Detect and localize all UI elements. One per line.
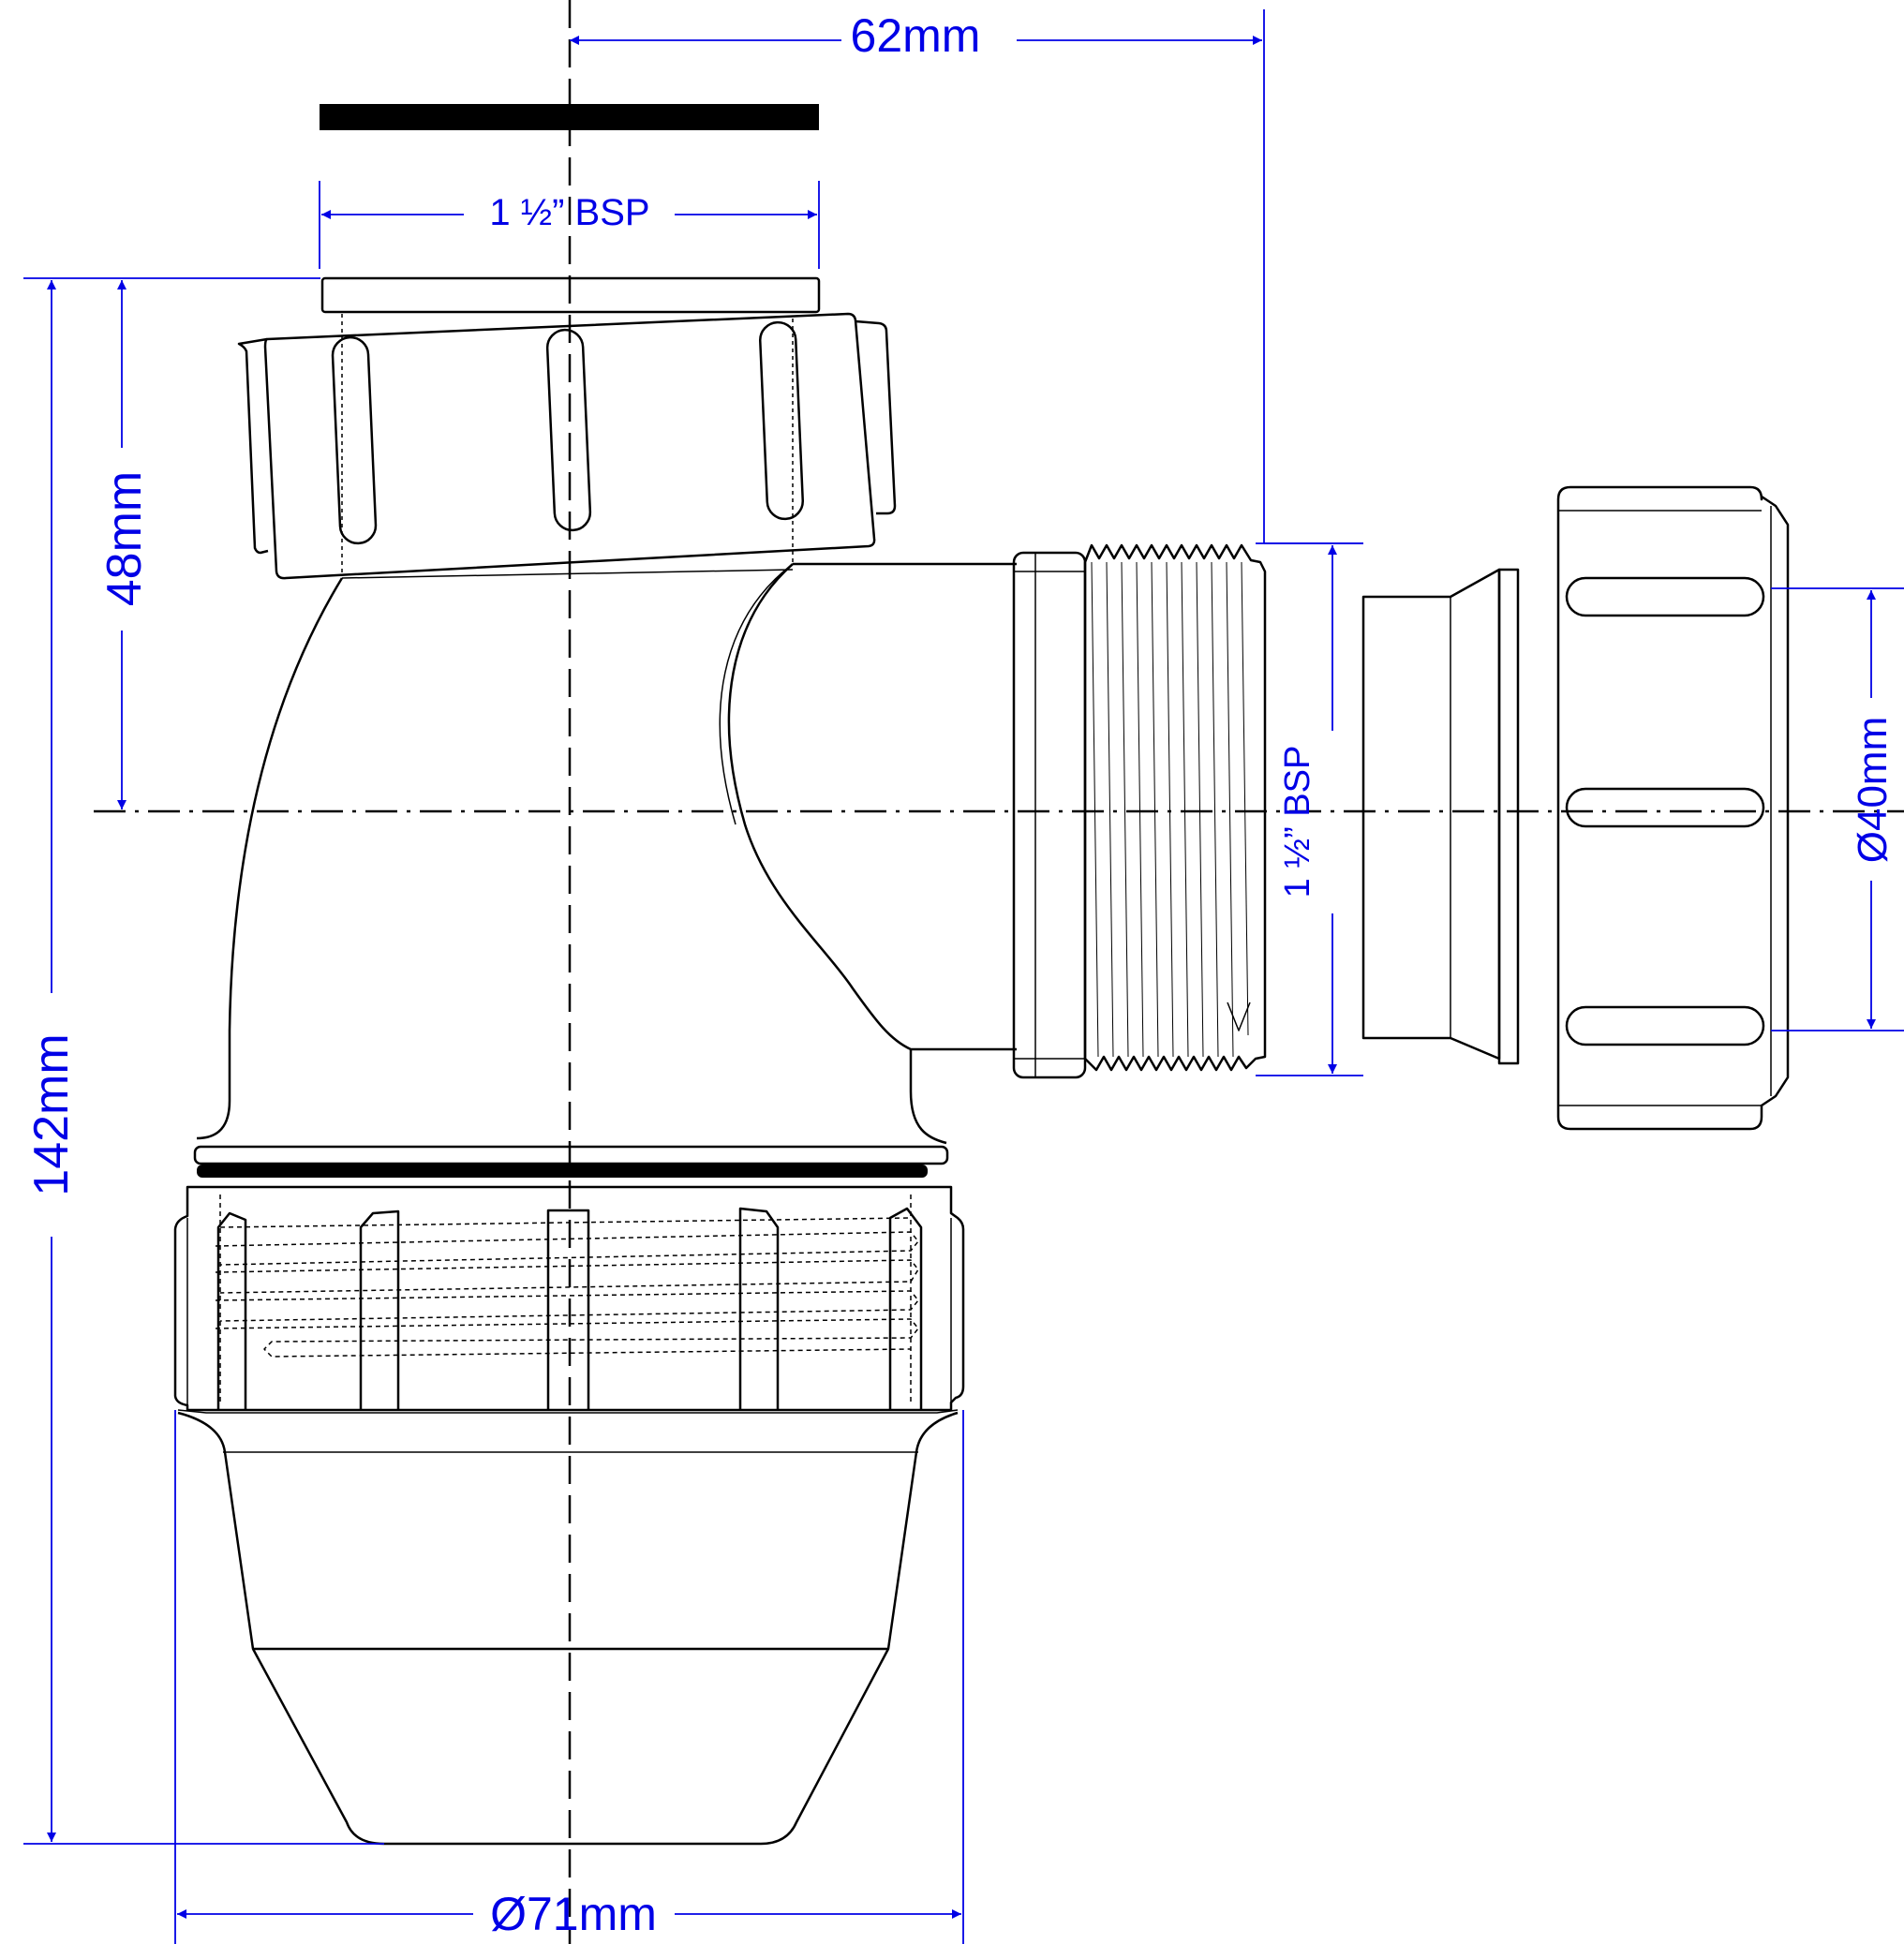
- nut-slot-middle: [545, 328, 592, 532]
- outlet-collar: [1012, 551, 1087, 1079]
- nut-slot-left: [331, 335, 378, 545]
- cone-washer: [1361, 568, 1501, 1061]
- trap-body: [173, 104, 1267, 1846]
- body-seal: [197, 1165, 928, 1178]
- inlet-nut: [237, 312, 897, 580]
- dim-label-total-height: 142mm: [24, 1033, 79, 1195]
- trap-bend: [196, 562, 1017, 1145]
- compression-nut-slot-top: [1565, 576, 1765, 617]
- outlet-compression-nut: [1556, 485, 1790, 1131]
- nut-slot-right: [758, 320, 805, 521]
- cone-washer-flange: [1497, 568, 1520, 1065]
- dim-label-body-diameter: Ø71mm: [490, 1888, 657, 1940]
- outlet-thread: [1083, 543, 1267, 1072]
- dim-label-outlet-pipe-diameter: Ø40mm: [1850, 717, 1896, 863]
- dim-label-inlet-to-outlet-height: 48mm: [97, 471, 152, 606]
- dimension-lines: [23, 9, 1904, 1944]
- compression-nut-slot-middle: [1565, 787, 1765, 828]
- dim-label-outlet-thread: 1 ½” BSP: [1278, 746, 1317, 898]
- inlet-plug: [320, 104, 819, 130]
- bottle-bowl: [177, 1411, 959, 1846]
- dimension-labels: 62mm 1 ½” BSP 142mm 48mm 1 ½” BSP Ø40mm …: [24, 9, 1896, 1940]
- center-lines: [94, 0, 1904, 1944]
- bottle-internal-thread: [215, 1195, 919, 1405]
- dim-label-inlet-thread: 1 ½” BSP: [489, 192, 649, 233]
- compression-nut-slot-bottom: [1565, 1005, 1765, 1046]
- inlet-washer: [320, 276, 821, 314]
- dim-label-outlet-offset: 62mm: [851, 9, 981, 62]
- body-washer: [193, 1145, 949, 1165]
- outlet-parts: [1361, 485, 1790, 1131]
- bottle-nut: [173, 1185, 965, 1414]
- bottle-ribs: [216, 1207, 923, 1410]
